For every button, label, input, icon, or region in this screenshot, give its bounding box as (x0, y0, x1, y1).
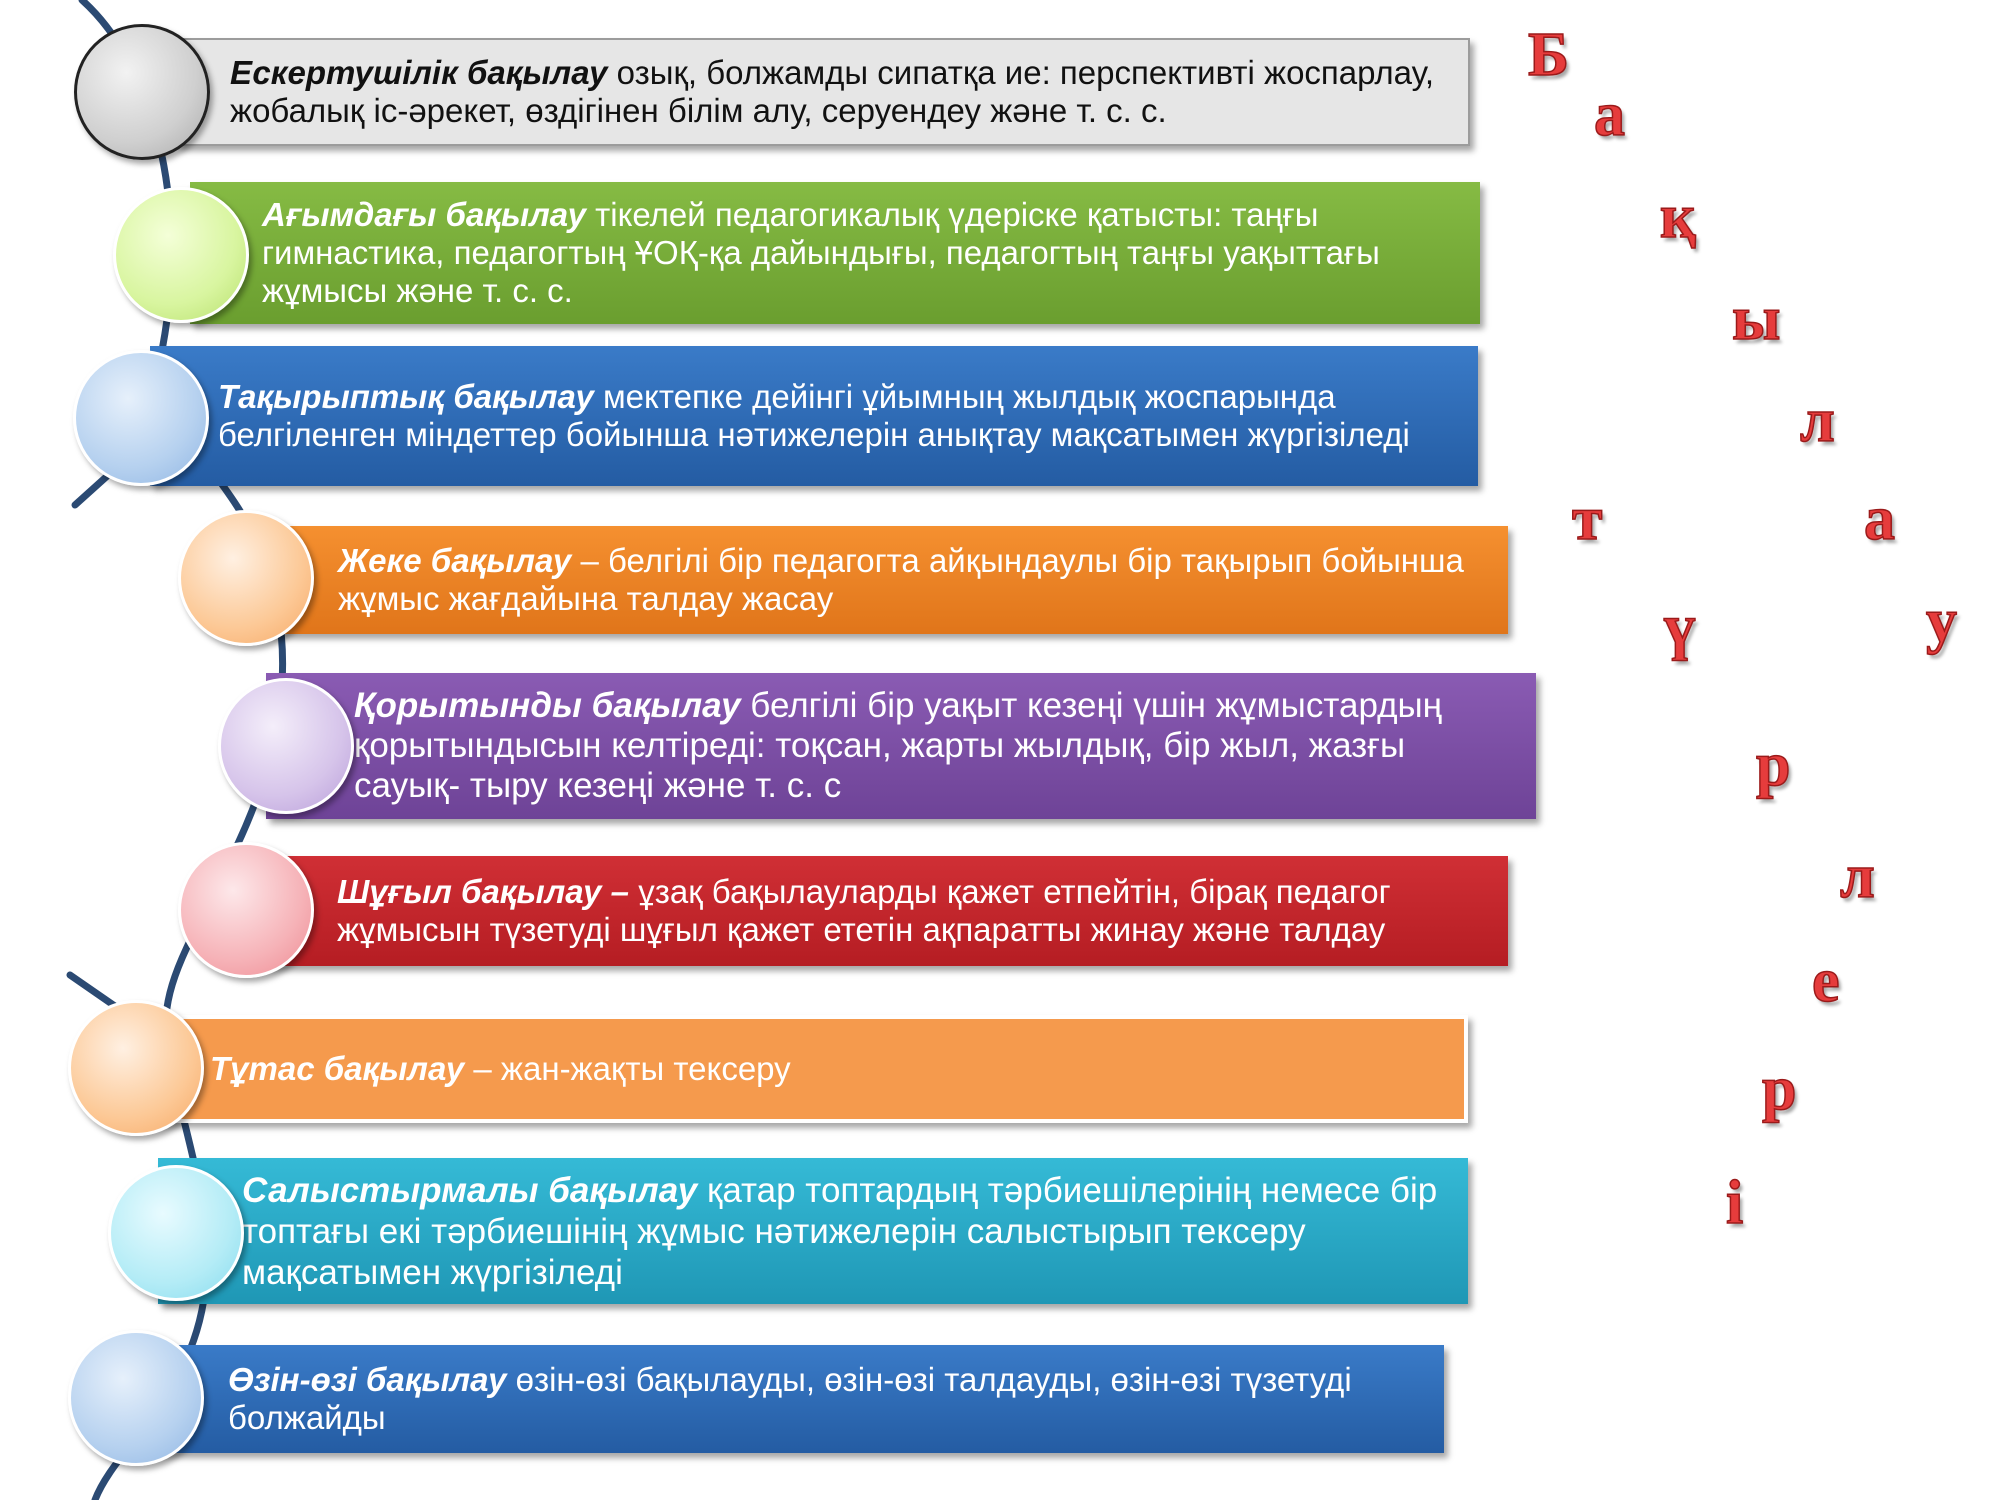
item-circle (218, 678, 354, 814)
item-term: Өзін-өзі бақылау (228, 1361, 507, 1398)
item-text: Тұтас бақылау – жан-жақты тексеру (210, 1050, 791, 1088)
item-text: Жеке бақылау – белгілі бір педагогта айқ… (338, 542, 1488, 618)
item-text: Шұғыл бақылау – ұзақ бақылауларды қажет … (337, 873, 1494, 949)
item-circle (108, 1165, 244, 1301)
item-circle (113, 187, 249, 323)
title-letter: т (1571, 485, 1603, 553)
title-letter: Б (1527, 21, 1570, 89)
title-letter: ы (1731, 285, 1781, 353)
title-letter: л (1839, 843, 1875, 911)
title-letter: а (1863, 485, 1896, 553)
item-circle (68, 1330, 204, 1466)
item-term: Ескертушілік бақылау (230, 54, 608, 91)
item-circle (73, 350, 209, 486)
item-term: Тұтас бақылау (210, 1050, 474, 1087)
item-circle (178, 842, 314, 978)
item-individual-control: Жеке бақылау – белгілі бір педагогта айқ… (258, 526, 1508, 634)
item-comparative-control: Салыстырмалы бақылау қатар топтардың тәр… (158, 1158, 1468, 1304)
item-desc: – белгілі бір педагогта айқындаулы бір т… (338, 542, 1464, 617)
title-letter: р (1761, 1055, 1797, 1123)
item-desc: мектепке дейінгі ұйымның жылдық жоспарын… (218, 378, 1410, 453)
title-letter: р (1755, 731, 1791, 799)
item-text: Ескертушілік бақылау озық, болжамды сипа… (230, 54, 1468, 130)
item-term: Ағымдағы бақылау (262, 196, 586, 233)
item-desc: ұзақ бақылауларды қажет етпейтін, бірақ … (337, 873, 1391, 948)
item-self-control: Өзін-өзі бақылау өзін-өзі бақылауды, өзі… (146, 1345, 1444, 1453)
item-text: Өзін-өзі бақылау өзін-өзі бақылауды, өзі… (228, 1361, 1424, 1437)
item-term: Шұғыл бақылау – (337, 873, 630, 910)
item-term: Жеке бақылау (338, 542, 581, 579)
title-letter: у (1925, 587, 1958, 655)
item-complete-control: Тұтас бақылау – жан-жақты тексеру (152, 1015, 1468, 1123)
item-term: Тақырыптық бақылау (218, 378, 594, 415)
title-letter: е (1811, 947, 1840, 1015)
item-urgent-control: Шұғыл бақылау – ұзақ бақылауларды қажет … (255, 856, 1508, 966)
item-thematic-control: Тақырыптық бақылау мектепке дейінгі ұйым… (150, 346, 1478, 486)
item-preventive-control: Ескертушілік бақылау озық, болжамды сипа… (176, 38, 1470, 146)
item-text: Ағымдағы бақылау тікелей педагогикалық ү… (262, 196, 1460, 310)
title-letter: л (1799, 387, 1835, 455)
item-final-control: Қорытынды бақылау белгілі бір уақыт кезе… (266, 673, 1536, 819)
item-text: Қорытынды бақылау белгілі бір уақыт кезе… (354, 686, 1520, 806)
item-circle (178, 510, 314, 646)
item-circle (68, 1000, 204, 1136)
item-desc: озық, болжамды сипатқа ие: перспективті … (230, 54, 1434, 129)
item-term: Салыстырмалы бақылау (242, 1170, 698, 1210)
item-text: Тақырыптық бақылау мектепке дейінгі ұйым… (218, 378, 1458, 454)
title-letter: қ (1659, 183, 1696, 251)
title-letter: ү (1663, 593, 1696, 661)
item-term: Қорытынды бақылау (354, 686, 741, 725)
item-circle (74, 24, 210, 160)
item-text: Салыстырмалы бақылау қатар топтардың тәр… (242, 1170, 1452, 1293)
item-desc: өзін-өзі бақылауды, өзін-өзі талдауды, ө… (228, 1361, 1352, 1436)
item-desc: белгілі бір уақыт кезеңі үшін жұмыстарды… (354, 686, 1443, 805)
title-letter: а (1593, 81, 1626, 149)
title-letter: і (1725, 1169, 1744, 1237)
item-desc: тікелей педагогикалық үдеріске қатысты: … (262, 196, 1380, 309)
item-current-control: Ағымдағы бақылау тікелей педагогикалық ү… (190, 182, 1480, 324)
item-desc: – жан-жақты тексеру (473, 1050, 791, 1087)
item-desc: қатар топтардың тәрбиешілерінің немесе б… (242, 1170, 1438, 1292)
